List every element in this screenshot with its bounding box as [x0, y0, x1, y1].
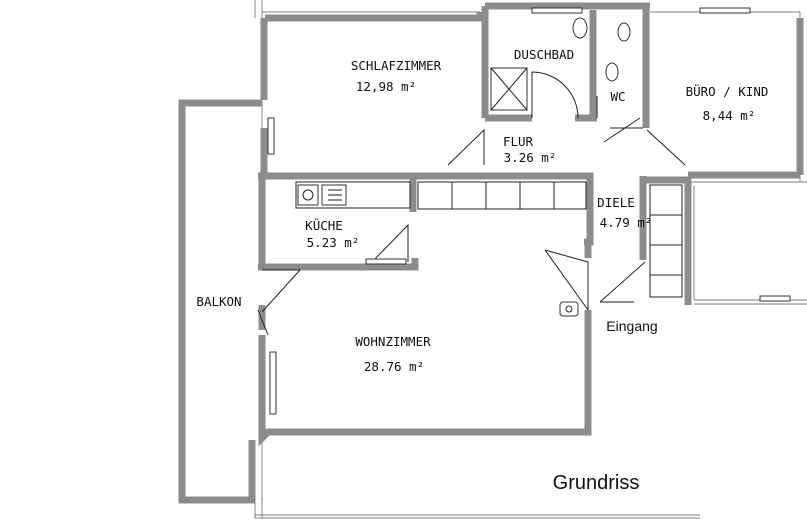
room-name-diele: DIELE — [597, 195, 635, 210]
shower-door — [531, 71, 579, 119]
room-area-flur: 3.26 m² — [504, 150, 557, 165]
kitchen-door — [371, 223, 409, 263]
room-labels: SCHLAFZIMMER 12,98 m² DUSCHBAD WC BÜRO /… — [196, 47, 768, 494]
fixtures — [257, 7, 791, 415]
kitchen-south-wall — [258, 258, 419, 271]
room-area-schlafzimmer: 12,98 m² — [356, 79, 416, 94]
room-name-balkon: BALKON — [196, 294, 241, 309]
room-name-duschbad: DUSCHBAD — [514, 47, 574, 62]
window — [531, 7, 583, 14]
hall-side-wall — [645, 176, 692, 305]
room-name-schlafzimmer: SCHLAFZIMMER — [351, 58, 442, 73]
stove — [297, 184, 319, 206]
window — [699, 7, 751, 14]
kitchen-counter — [295, 181, 411, 209]
kitchen-north-wall — [258, 172, 594, 246]
radiator — [759, 295, 791, 302]
radiator — [365, 258, 407, 265]
intercom — [559, 301, 579, 317]
top-wall-stub — [265, 12, 484, 22]
plan-title: Grundriss — [553, 472, 640, 494]
wc-basin — [617, 22, 631, 42]
room-area-wohnzimmer: 28.76 m² — [364, 359, 424, 374]
room-name-wohnzimmer: WOHNZIMMER — [355, 334, 431, 349]
window — [267, 117, 275, 155]
wash-basin — [572, 17, 588, 39]
balcony-door — [261, 269, 302, 313]
wardrobe — [417, 181, 587, 210]
room-name-buero: BÜRO / KIND — [686, 83, 769, 99]
toilet — [605, 62, 619, 82]
room-name-flur: FLUR — [503, 134, 534, 149]
hall-wardrobe — [649, 184, 683, 298]
living-south-wall — [258, 310, 592, 447]
construction-lines — [254, 0, 807, 519]
balcony-parapet — [178, 99, 262, 504]
entrance-label: Eingang — [606, 318, 657, 334]
living-door — [544, 249, 589, 310]
walls — [178, 2, 804, 504]
entrance-door — [599, 261, 646, 303]
room-name-wc: WC — [610, 89, 625, 104]
room-area-diele: 4.79 m² — [600, 215, 653, 230]
flur-door-right — [646, 129, 686, 166]
window — [269, 351, 277, 415]
room-area-kueche: 5.23 m² — [307, 235, 360, 250]
flur-door-left — [447, 128, 485, 166]
room-area-buero: 8,44 m² — [703, 108, 756, 123]
room-name-kueche: KÜCHE — [305, 217, 343, 233]
wc-door — [596, 96, 643, 129]
